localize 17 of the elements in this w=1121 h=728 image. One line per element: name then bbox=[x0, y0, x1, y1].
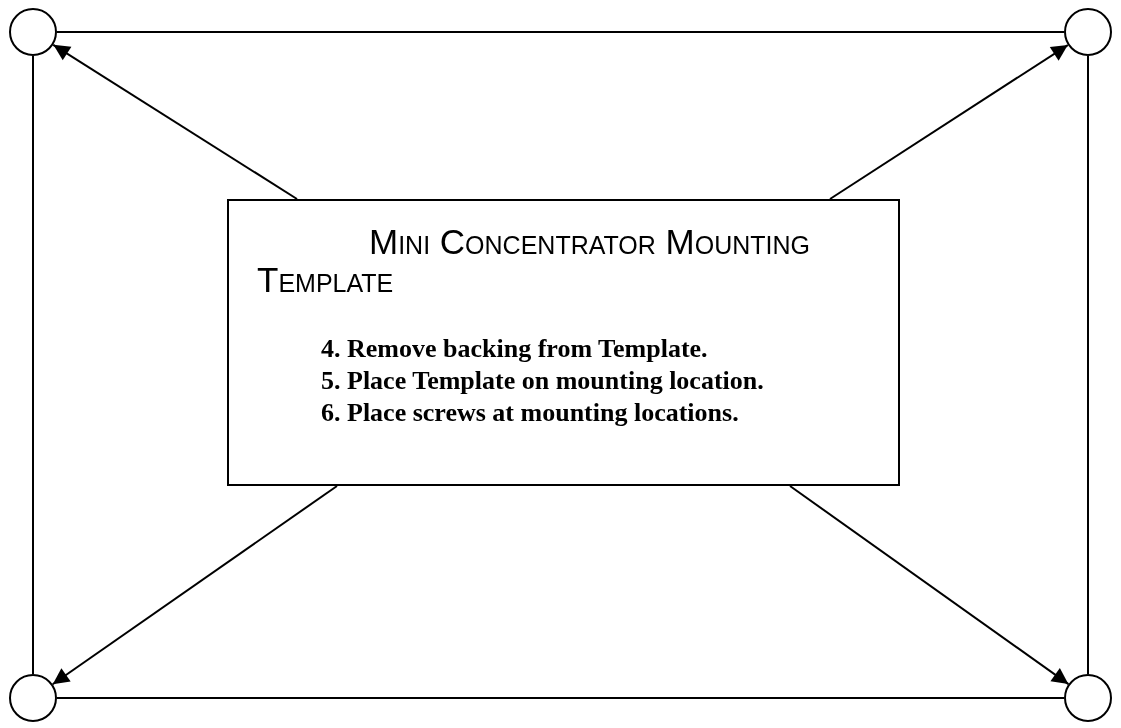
connector-line bbox=[32, 55, 34, 675]
arrow bbox=[789, 485, 1070, 686]
template-box bbox=[227, 199, 900, 486]
connector-line bbox=[1087, 55, 1089, 675]
arrow bbox=[52, 43, 298, 200]
arrow bbox=[829, 44, 1069, 200]
circle-marker bbox=[9, 674, 57, 722]
instruction-step: 4. Remove backing from Template. bbox=[257, 333, 878, 365]
connector-line bbox=[56, 697, 1065, 699]
instruction-step: 6. Place screws at mounting locations. bbox=[257, 397, 878, 429]
circle-marker bbox=[9, 8, 57, 56]
circle-marker bbox=[1064, 8, 1112, 56]
template-title: Mini Concentrator Mounting Template bbox=[257, 223, 811, 299]
circle-marker bbox=[1064, 674, 1112, 722]
instruction-step: 5. Place Template on mounting location. bbox=[257, 365, 878, 397]
arrow bbox=[51, 485, 338, 686]
connector-line bbox=[56, 31, 1065, 33]
